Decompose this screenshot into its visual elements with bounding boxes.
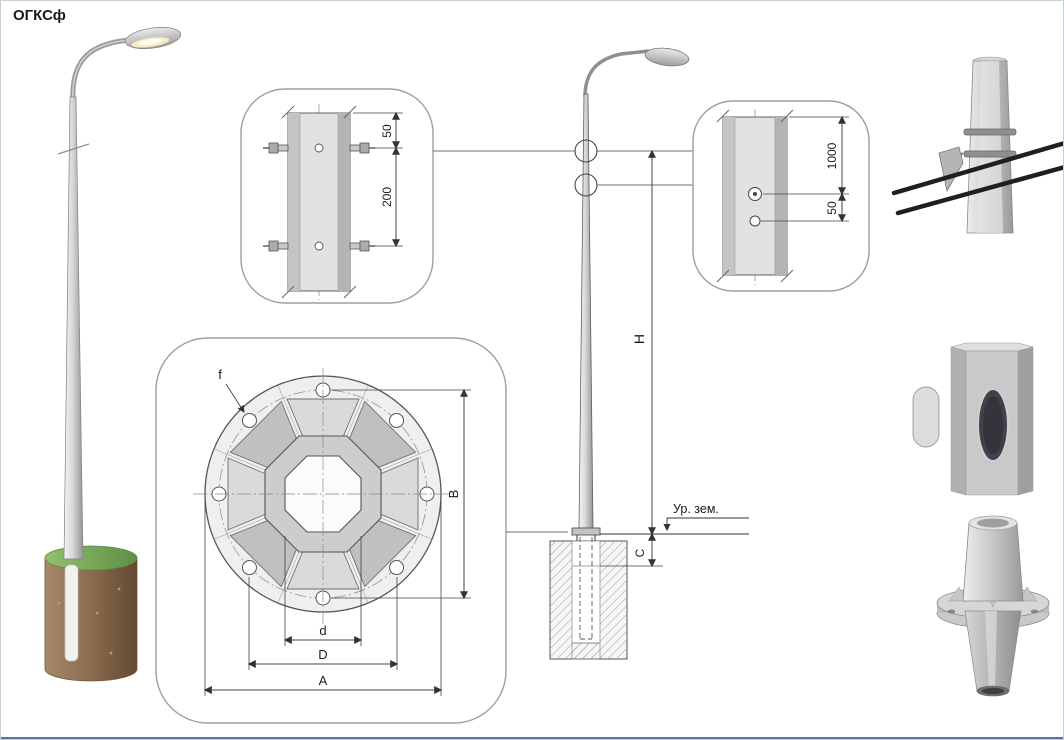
grass-top (44, 545, 138, 571)
base-tube (962, 522, 1024, 602)
pole-octagon-bore (284, 455, 362, 533)
pole-3d-render (44, 26, 182, 682)
break-mark (57, 143, 90, 155)
dim-label-A: A (319, 673, 328, 688)
luminaire-3d (124, 26, 182, 50)
dim-label-200: 200 (380, 187, 394, 207)
dim-label-d: d (319, 623, 326, 638)
entry-detail-callout: 1000 50 (692, 100, 870, 292)
pole-shaft (578, 93, 594, 529)
pole-shaft-3d (63, 96, 84, 560)
dim-label-50-top: 50 (380, 124, 394, 138)
band-clamp-bottom (963, 150, 1017, 158)
sheet-bottom-accent (1, 737, 1063, 739)
joint-bolt-bottom (263, 240, 375, 252)
ground-level-label: Ур. зем. (673, 502, 719, 516)
hole-leader (225, 383, 245, 413)
pole-arm (583, 49, 650, 98)
pole-arm-3d (70, 37, 132, 102)
dim-label-50-bottom: 50 (825, 201, 839, 215)
flange-base-render (936, 515, 1050, 697)
embedded-sleeve (64, 564, 79, 662)
dim-label-B: B (446, 490, 461, 499)
wedge-clamp (938, 146, 964, 193)
base-flange (571, 527, 601, 536)
dim-label-C: C (633, 548, 647, 557)
band-clamp-top (963, 128, 1017, 136)
joint-bolt-top (263, 142, 375, 154)
dim-label-D: D (318, 647, 327, 662)
entry-hole (749, 215, 761, 227)
elevation-drawing: Ур. зем. H C (433, 47, 749, 660)
detail-marker-bottom (574, 173, 598, 197)
joint-detail-callout: 50 200 (240, 88, 434, 304)
segment-lines (214, 385, 432, 603)
cable-2 (895, 165, 1063, 216)
cable-clamp-render (891, 56, 1063, 234)
flange-detail-callout: f B d D A (155, 337, 507, 724)
door-cover (912, 386, 940, 448)
cable-1 (891, 141, 1063, 196)
luminaire (644, 47, 690, 67)
page-title: ОГКСф (13, 7, 66, 24)
foundation-3d (44, 545, 138, 682)
access-door-render (912, 342, 1035, 496)
flange-plan-view (193, 368, 453, 624)
detail-marker-top (574, 139, 598, 163)
dim-label-f: f (218, 367, 222, 382)
dim-label-H: H (631, 334, 647, 344)
dim-label-1000: 1000 (825, 142, 839, 169)
foundation-section (549, 537, 628, 660)
